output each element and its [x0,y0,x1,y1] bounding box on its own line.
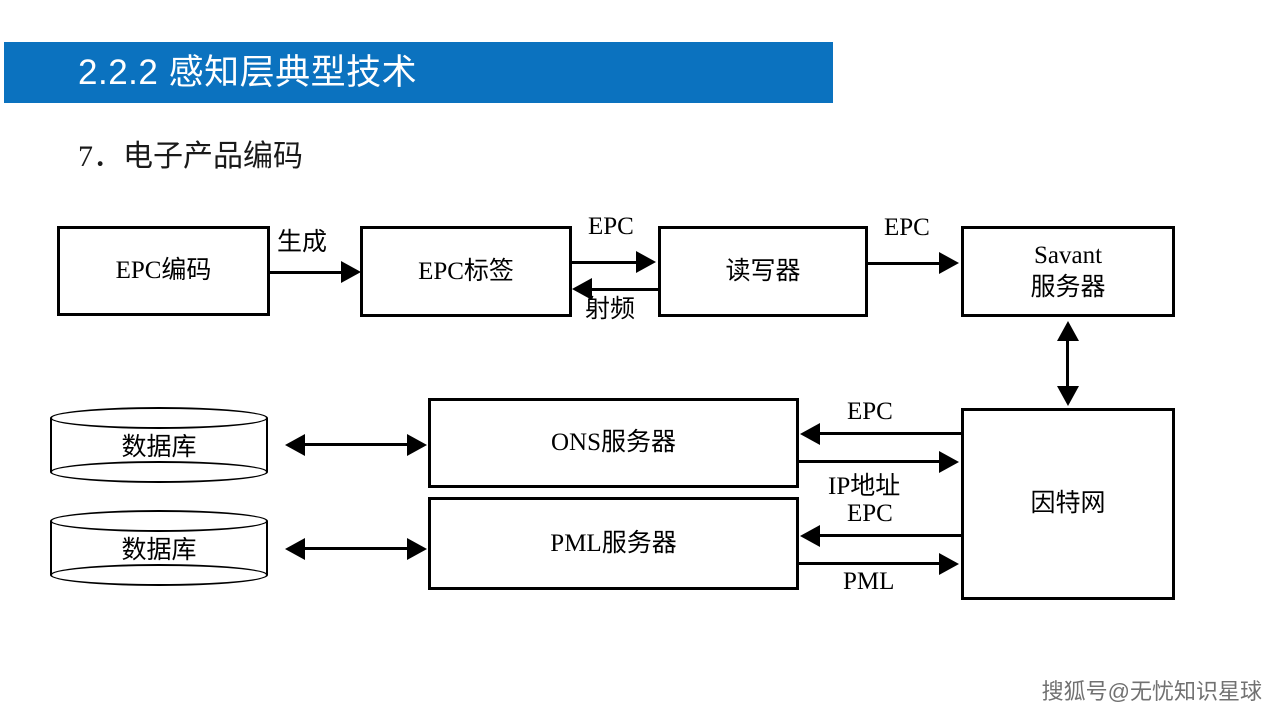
edge-label-generate: 生成 [277,229,328,256]
edge-internet-pml-epc-line [820,534,961,537]
node-pml-server-label: PML服务器 [550,529,677,557]
edge-internet-pml-epc-arrowhead [800,525,820,547]
edge-tag-reader-line [572,261,638,264]
node-savant-server-label-line2: 服务器 [1030,273,1106,301]
node-savant-server-label-line1: Savant [1033,242,1103,270]
node-ons-server: ONS服务器 [428,398,799,488]
edge-label-reader-savant: EPC [884,214,930,241]
edge-label-rf: 射频 [585,296,636,323]
edge-label-pml-internet: PML [843,568,895,595]
edge-reader-tag-line [592,288,658,291]
edge-db-pml-arrowhead-left [285,538,305,560]
node-internet-label: 因特网 [1030,490,1106,518]
node-pml-server: PML服务器 [428,497,799,590]
database-cylinder-bottom [50,461,268,483]
node-database-pml: 数据库 [50,510,268,586]
edge-label-epc-tag-reader: EPC [588,213,634,240]
edge-pml-internet-line [799,562,941,565]
node-database-pml-label: 数据库 [121,537,197,564]
node-reader-label: 读写器 [725,257,801,285]
node-database-ons: 数据库 [50,407,268,483]
edge-pml-internet-arrowhead [939,553,959,575]
edge-internet-ons-epc-line [820,432,961,435]
database-cylinder-top [50,407,268,429]
node-internet: 因特网 [961,408,1175,600]
database-cylinder-top [50,510,268,532]
edge-label-internet-pml-epc: EPC [847,500,893,527]
edge-db-ons-line [303,443,409,446]
edge-db-pml-arrowhead-right [407,538,427,560]
edge-ons-internet-ip-arrowhead [939,451,959,473]
edge-internet-ons-epc-arrowhead [800,423,820,445]
section-subtitle: 7．电子产品编码 [78,140,303,173]
node-ons-server-label: ONS服务器 [550,429,676,457]
edge-label-ons-internet-ip: IP地址 [828,473,901,500]
edge-generate-line [270,271,343,274]
node-database-ons-label: 数据库 [121,434,197,461]
node-savant-server: Savant 服务器 [961,226,1175,317]
node-epc-code: EPC编码 [57,226,270,316]
node-epc-code-label: EPC编码 [115,257,212,285]
edge-db-ons-arrowhead-right [407,434,427,456]
node-epc-tag: EPC标签 [360,226,572,317]
edge-generate-arrowhead [341,261,361,283]
edge-savant-internet-arrowhead-down [1057,386,1079,406]
title-banner [4,42,833,103]
edge-ons-internet-ip-line [799,460,941,463]
watermark: 搜狐号@无忧知识星球 [1041,679,1262,704]
page-title: 2.2.2 感知层典型技术 [78,53,418,92]
edge-db-pml-line [303,547,409,550]
edge-db-ons-arrowhead-left [285,434,305,456]
edge-savant-internet-line [1066,338,1069,388]
edge-tag-reader-arrowhead [636,251,656,273]
node-epc-tag-label: EPC标签 [418,257,514,285]
edge-reader-tag-arrowhead [572,278,592,300]
database-cylinder-bottom [50,564,268,586]
edge-reader-savant-arrowhead [939,252,959,274]
node-reader: 读写器 [658,226,868,317]
edge-savant-internet-arrowhead-up [1057,321,1079,341]
edge-reader-savant-line [868,262,941,265]
edge-label-internet-ons-epc: EPC [847,398,893,425]
